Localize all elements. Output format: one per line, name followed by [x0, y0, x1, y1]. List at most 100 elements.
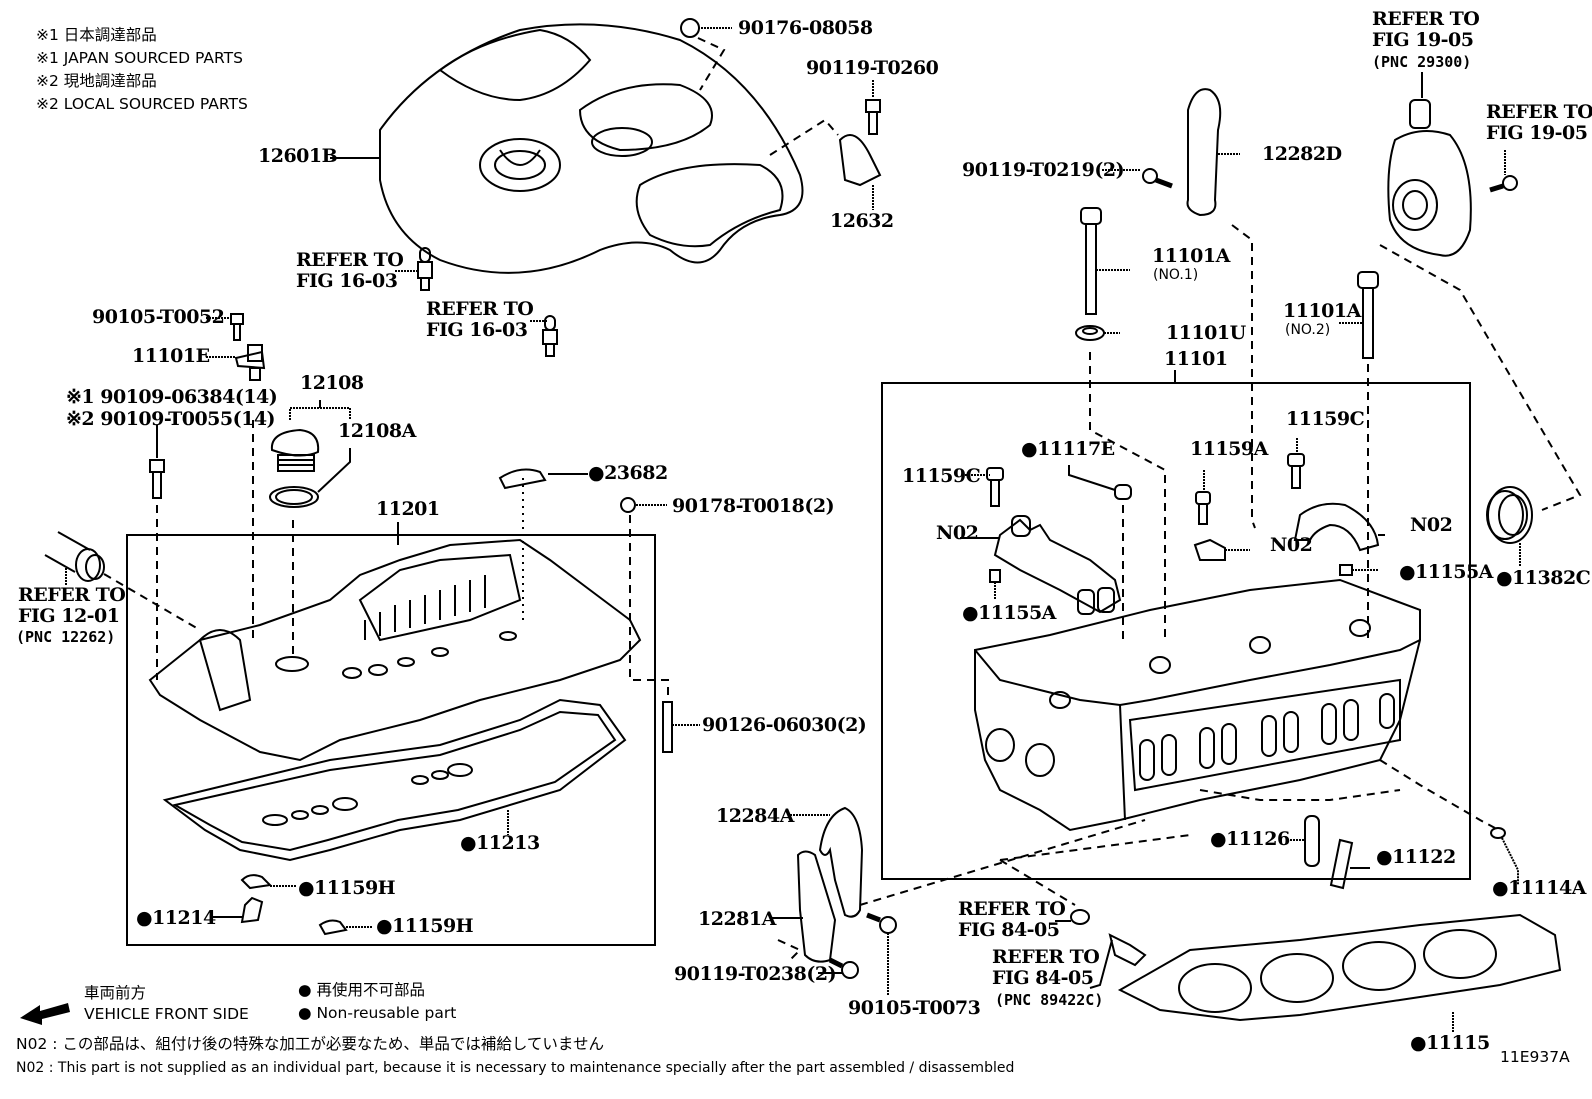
part-label-11201[interactable]: 11201 [376, 498, 440, 520]
part-label-11155A-a[interactable]: ●11155A [962, 602, 1056, 624]
part-label-12108[interactable]: 12108 [300, 372, 364, 394]
part-label-11101U[interactable]: 11101U [1166, 322, 1246, 344]
bolt-90105-T0073 [866, 912, 897, 995]
refer-84-05-a-line1[interactable]: REFER TO [958, 898, 1066, 920]
part-label-90119-T0238[interactable]: 90119-T0238(2) [674, 963, 837, 985]
gasket-11159H-b [318, 919, 348, 936]
part-label-90119-T0219[interactable]: 90119-T0219(2) [962, 159, 1125, 181]
part-label-11159H-a[interactable]: ●11159H [298, 877, 396, 899]
bolt-11101A-no1 [1080, 207, 1130, 315]
gasket-12108A [269, 448, 351, 508]
camshaft-housing-n02-a [960, 515, 1122, 615]
part-label-23682[interactable]: ●23682 [588, 462, 668, 484]
part-label-90105-T0073[interactable]: 90105-T0073 [848, 997, 981, 1019]
figure-id: 11E937A [1500, 1048, 1570, 1066]
part-label-11159C-b[interactable]: 11159C [1286, 408, 1365, 430]
refer-19-05-a-line2[interactable]: FIG 19-05 [1372, 29, 1474, 51]
refer-12-01-line1[interactable]: REFER TO [18, 584, 126, 606]
source-note-2-en: ※2 LOCAL SOURCED PARTS [36, 95, 248, 113]
washer-11101U [1075, 325, 1120, 341]
cylinder-head-box [881, 382, 1471, 880]
refer-84-05-a-line2[interactable]: FIG 84-05 [958, 919, 1060, 941]
refer-16-03-a-line2[interactable]: FIG 16-03 [296, 270, 398, 292]
plug-11117E [1068, 465, 1132, 640]
part-label-11382C[interactable]: ●11382C [1496, 567, 1591, 589]
part-label-12281A[interactable]: 12281A [698, 908, 776, 930]
gasket-11214 [240, 896, 264, 924]
stud-refer-16-03-a [395, 247, 433, 291]
part-label-11126[interactable]: ●11126 [1210, 828, 1290, 850]
part-label-11101A-no1[interactable]: 11101A [1152, 245, 1230, 267]
part-label-11114A[interactable]: ●11114A [1492, 877, 1586, 899]
n02-note-en: N02 : This part is not supplied as an in… [16, 1060, 1015, 1076]
part-label-11155A-b[interactable]: ●11155A [1399, 561, 1493, 583]
pipe-refer-12-01 [44, 531, 201, 631]
engine-cover-12601B [379, 23, 804, 274]
refer-19-05-a-pnc: (PNC 29300) [1372, 53, 1472, 71]
part-label-n02-b[interactable]: N02 [1270, 534, 1313, 556]
refer-16-03-a-line1[interactable]: REFER TO [296, 249, 404, 271]
part-label-n02-a[interactable]: N02 [936, 522, 979, 544]
bolt-11101A-no2 [1339, 271, 1379, 640]
part-label-12108A[interactable]: 12108A [338, 420, 416, 442]
source-note-2-jp: ※2 現地調達部品 [36, 72, 157, 90]
n02-note-jp: N02 : この部品は、組付け後の特殊な加工が必要なため、単品では補給していませ… [16, 1035, 604, 1053]
part-label-11115[interactable]: ●11115 [1410, 1032, 1490, 1054]
clip-90176-icon [680, 18, 700, 38]
part-label-11101A-no2[interactable]: 11101A [1283, 300, 1361, 322]
part-label-11159C-a[interactable]: 11159C [902, 465, 981, 487]
part-label-90105-T0052[interactable]: 90105-T0052 [92, 306, 225, 328]
part-label-12282D[interactable]: 12282D [1262, 143, 1342, 165]
part-label-90119-T0260[interactable]: 90119-T0260 [806, 57, 939, 79]
part-label-11214[interactable]: ●11214 [136, 907, 216, 929]
refer-84-05-b-line2[interactable]: FIG 84-05 [992, 967, 1094, 989]
part-label-11159A[interactable]: 11159A [1190, 438, 1268, 460]
engine-hanger-12281A [770, 850, 837, 963]
stud-refer-16-03-b [530, 315, 558, 357]
refer-12-01-line2[interactable]: FIG 12-01 [18, 605, 120, 627]
bolt-90119-T0260 [865, 80, 881, 135]
dowel-11155A-a [989, 569, 1001, 583]
part-label-12632[interactable]: 12632 [830, 210, 894, 232]
cap-n02-b [1193, 538, 1226, 561]
part-label-90109-T0055[interactable]: ※2 90109-T0055(14) [66, 408, 276, 430]
bracket-12282D [1186, 88, 1256, 529]
part-label-n02-c[interactable]: N02 [1410, 514, 1453, 536]
refer-16-03-b-line1[interactable]: REFER TO [426, 298, 534, 320]
part-label-90176-08058[interactable]: 90176-08058 [738, 17, 873, 39]
part-label-11213[interactable]: ●11213 [460, 832, 540, 854]
nut-90178 [620, 497, 636, 513]
part-label-11122[interactable]: ●11122 [1376, 846, 1456, 868]
dowel-11155A-b [1339, 564, 1353, 576]
source-note-1-en: ※1 JAPAN SOURCED PARTS [36, 49, 243, 67]
part-label-90178-T0018[interactable]: 90178-T0018(2) [672, 495, 835, 517]
oil-seal-11382C [1486, 486, 1533, 566]
bolt-90119-T0238 [818, 957, 859, 979]
part-label-90126-06030[interactable]: 90126-06030(2) [702, 714, 867, 736]
cylinder-head-11101 [974, 578, 1421, 832]
refer-84-05-b-pnc: (PNC 89422C) [995, 991, 1104, 1009]
part-label-11117E[interactable]: ●11117E [1021, 438, 1115, 460]
part-label-11101[interactable]: 11101 [1164, 348, 1228, 370]
refer-16-03-b-line2[interactable]: FIG 16-03 [426, 319, 528, 341]
plug-11114A [1490, 827, 1519, 885]
bolt-11159C-a [962, 467, 1004, 507]
oil-filler-cap-12108 [270, 428, 320, 472]
part-label-11159H-b[interactable]: ●11159H [376, 915, 474, 937]
refer-84-05-b-line1[interactable]: REFER TO [992, 946, 1100, 968]
source-note-1-jp: ※1 日本調達部品 [36, 26, 157, 44]
head-gasket-11115 [1117, 913, 1562, 1032]
front-side-jp: 車両前方 [84, 984, 147, 1002]
vacuum-pump-refer-19-05 [1379, 72, 1582, 511]
refer-19-05-a-line1[interactable]: REFER TO [1372, 8, 1480, 30]
valve-guide-11126 [1287, 815, 1320, 867]
gasket-11213 [162, 698, 627, 862]
part-label-12601B[interactable]: 12601B [258, 145, 338, 167]
front-side-en: VEHICLE FRONT SIDE [84, 1005, 249, 1023]
refer-19-05-b-line2[interactable]: FIG 19-05 [1486, 122, 1588, 144]
part-label-11101E[interactable]: 11101E [132, 345, 210, 367]
cap-n02-c [1293, 502, 1385, 552]
part-label-12284A[interactable]: 12284A [716, 805, 794, 827]
part-label-90109-06384[interactable]: ※1 90109-06384(14) [66, 386, 278, 408]
refer-19-05-b-line1[interactable]: REFER TO [1486, 101, 1592, 123]
